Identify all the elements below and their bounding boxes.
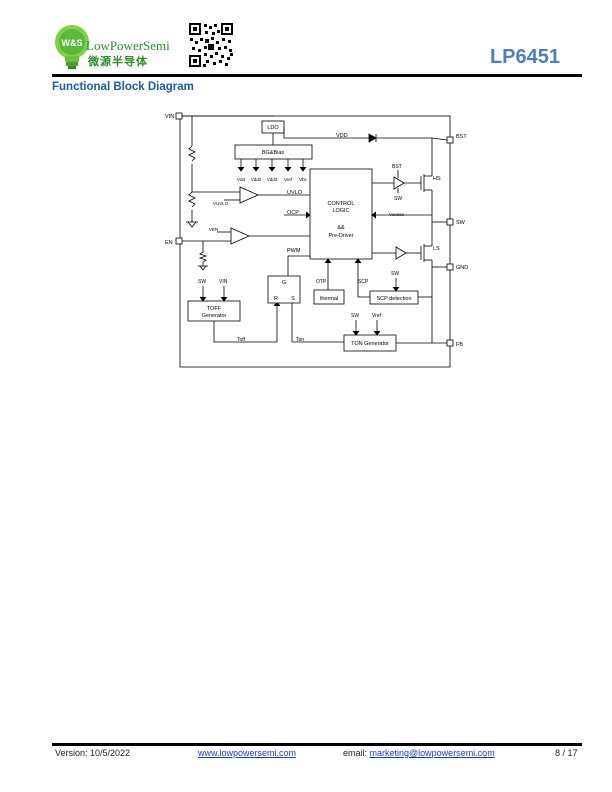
ton-generator-label: TON Generator — [351, 341, 389, 347]
control-logic-label-4: Pre-Driver — [328, 233, 353, 239]
footer-version: Version: 10/5/2022 — [55, 748, 131, 758]
bias-output-label: Vref — [284, 177, 293, 182]
bias-output-label: Vbc — [299, 177, 308, 182]
thermal-label: thermal — [320, 296, 338, 302]
scp-detection-block — [369, 290, 419, 305]
toff-label-1: TOFF — [207, 306, 222, 312]
pin-bst-box — [446, 136, 454, 144]
pin-gnd-box — [446, 263, 454, 271]
pin-vin-box — [175, 112, 183, 120]
scp-detection-label: SCP detection — [376, 296, 411, 302]
vuvlo-label: VUVLO — [213, 201, 229, 206]
uvlo-label: UVLO — [287, 190, 303, 196]
footer-email-label: email: — [343, 748, 370, 758]
vin-ground-icon — [187, 221, 197, 228]
footer-divider — [52, 743, 582, 746]
toff-signal-label: Toff — [237, 337, 246, 343]
ton-vref-label: Vref — [372, 313, 382, 319]
pin-label-vin: VIN — [165, 114, 174, 120]
bias-output-label: Vdd — [237, 177, 246, 182]
logo-emblem-text: W&S — [62, 38, 83, 48]
pin-en-box — [175, 237, 183, 245]
bg-bias-label: BG&Bias — [262, 150, 285, 156]
ton-signal-label: Ton — [296, 337, 304, 343]
latch-r-label: R — [274, 296, 278, 302]
pin-label-gnd: GND — [456, 265, 468, 271]
latch-g-label: G — [282, 280, 286, 286]
vsense-label: Vsense — [389, 212, 405, 217]
pwm-label: PWM — [287, 248, 301, 254]
bst-diode-icon — [368, 133, 377, 143]
hs-label: HS — [433, 176, 441, 182]
sw-driver-label: SW — [394, 196, 402, 202]
latch-s-label: S — [291, 296, 295, 302]
scp-sw-label: SW — [391, 271, 399, 277]
vdd-label: VDD — [336, 133, 348, 139]
pin-label-fb: FB — [456, 342, 463, 348]
toff-sw-label: SW — [198, 279, 206, 285]
ldo-label: LDO — [267, 125, 279, 131]
bg-bias-block — [234, 144, 313, 160]
ocp-label: OCP — [287, 210, 299, 216]
en-comparator — [230, 227, 250, 245]
uvlo-comparator — [239, 186, 259, 204]
bias-output-label: Vdd2 — [251, 177, 262, 182]
thermal-block — [313, 289, 345, 305]
footer-website-link[interactable]: www.lowpowersemi.com — [198, 748, 297, 758]
hs-driver-buffer — [393, 176, 405, 190]
company-logo: W&S — [52, 24, 92, 72]
section-title: Functional Block Diagram — [52, 81, 194, 93]
control-logic-block — [309, 168, 373, 260]
header-divider — [52, 74, 582, 77]
pin-label-en: EN — [165, 240, 173, 246]
scp-label: SCP — [358, 279, 369, 285]
pin-label-bst: BST — [456, 134, 467, 140]
ls-label: LS — [433, 246, 440, 252]
en-ground-icon — [199, 265, 207, 271]
bias-output-label: Vdd3 — [267, 177, 278, 182]
ven-label: VEN — [209, 227, 218, 232]
bulb-emblem-icon: W&S — [55, 25, 89, 69]
otp-label: OTP — [316, 279, 327, 285]
control-logic-label-1: CONTROL — [328, 201, 355, 207]
latch-block — [267, 275, 301, 304]
ton-sw-label: SW — [351, 313, 359, 319]
pin-fb-box — [446, 339, 454, 347]
toff-vin-label: VIN — [219, 279, 228, 285]
ls-driver-buffer — [395, 246, 407, 260]
control-logic-label-2: LOGIC — [332, 208, 349, 214]
vin-divider-resistor-top — [188, 145, 196, 162]
control-logic-label-3: && — [337, 225, 345, 231]
footer-email-link[interactable]: marketing@lowpowersemi.com — [369, 748, 495, 758]
toff-label-2: Generator — [202, 313, 227, 319]
vin-divider-resistor-bottom — [188, 191, 196, 208]
qr-code-icon — [188, 22, 234, 68]
bst-driver-label: BST — [392, 164, 402, 170]
footer-page-number: 8 / 17 — [555, 748, 578, 758]
logo-chinese-name: 微源半导体 — [88, 56, 148, 68]
pin-label-sw: SW — [456, 220, 466, 226]
pin-sw-box — [446, 218, 454, 226]
logo-name: LowPowerSemi — [86, 38, 170, 53]
part-number: LP6451 — [489, 46, 560, 68]
